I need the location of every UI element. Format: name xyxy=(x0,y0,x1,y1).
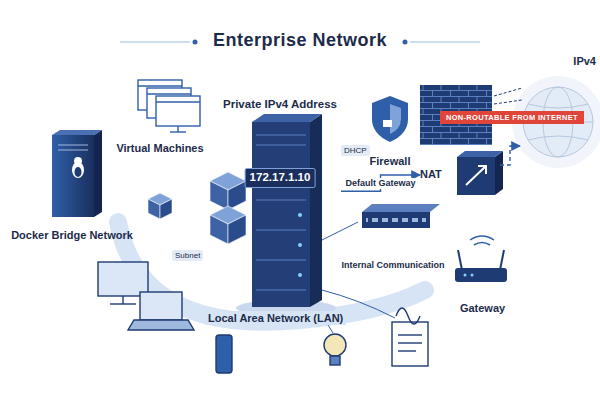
edge-label: Default Gateway xyxy=(343,178,417,189)
node-label: Private IPv4 Address xyxy=(223,98,337,112)
node-label: Gateway xyxy=(460,302,505,315)
vm-group: Virtual Machines xyxy=(110,75,210,155)
connector-arrow xyxy=(500,146,520,165)
network-switch xyxy=(362,204,440,228)
firewall-node: Firewall xyxy=(362,88,418,168)
docker-node: Docker Bridge Network xyxy=(7,130,137,242)
dashed-arrows xyxy=(494,88,522,104)
node-label: Docker Bridge Network xyxy=(11,229,133,242)
nat-device xyxy=(457,151,503,195)
lan-band-arrow xyxy=(418,284,434,300)
nat-node: NAT xyxy=(420,150,500,200)
firewall-shield xyxy=(372,96,408,142)
diagram-title: Enterprise Network xyxy=(0,30,600,51)
edge-label: Internal Communication xyxy=(339,260,446,271)
subnet-tag: Subnet xyxy=(172,250,203,261)
gateway-node: Gateway xyxy=(445,225,520,315)
protocol-tag: DHCP xyxy=(341,145,370,156)
node-label: Virtual Machines xyxy=(116,142,203,155)
node-label: NAT xyxy=(420,168,442,181)
node-label: Firewall xyxy=(370,155,411,168)
client-devices xyxy=(98,262,428,373)
server-node: Private IPv4 Address 172.17.1.10 xyxy=(219,98,341,310)
node-label: IPv4 xyxy=(573,55,596,68)
connector-arrow xyxy=(341,175,420,191)
ip-address: 172.17.1.10 xyxy=(245,168,316,188)
vm-windows xyxy=(138,80,200,132)
docker-host-tower xyxy=(52,130,102,217)
server-rack xyxy=(236,114,336,316)
container-cubes xyxy=(148,172,246,244)
wifi-router xyxy=(455,236,507,282)
lan-label: Local Area Network (LAN) xyxy=(205,311,346,325)
warning-banner: NON-ROUTABLE FROM INTERNET xyxy=(440,111,584,124)
